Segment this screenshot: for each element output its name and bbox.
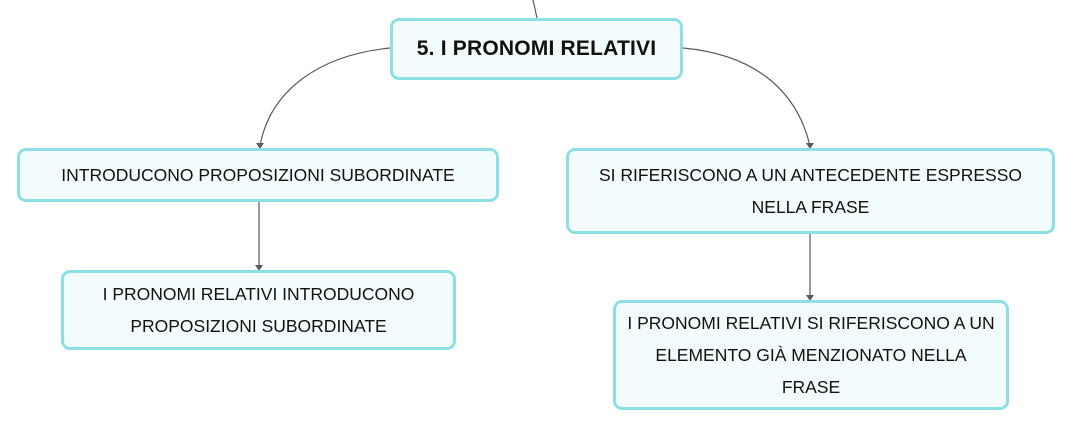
detail-node-riferiscono[interactable]: I PRONOMI RELATIVI SI RIFERISCONO A UN E… [613,300,1009,410]
subtopic-label-riferiscono: SI RIFERISCONO A UN ANTECEDENTE ESPRESSO… [598,165,1022,217]
subtopic-node-introducono[interactable]: INTRODUCONO PROPOSIZIONI SUBORDINATE [17,148,499,202]
subtopic-label-introducono: INTRODUCONO PROPOSIZIONI SUBORDINATE [61,165,455,185]
arrow-root-to-right [806,143,814,149]
detail-node-introducono[interactable]: I PRONOMI RELATIVI INTRODUCONO PROPOSIZI… [61,270,456,350]
connector-parent-to-root [532,0,538,19]
arrow-right-to-child [806,295,814,301]
connector-root-to-right [682,47,811,147]
connector-root-to-left [259,47,391,147]
root-topic-label: 5. I PRONOMI RELATIVI [416,37,657,60]
detail-label-introducono: I PRONOMI RELATIVI INTRODUCONO PROPOSIZI… [102,284,415,336]
detail-label-riferiscono: I PRONOMI RELATIVI SI RIFERISCONO A UN E… [627,313,995,397]
arrow-root-to-left [256,143,264,149]
subtopic-node-riferiscono[interactable]: SI RIFERISCONO A UN ANTECEDENTE ESPRESSO… [566,148,1055,234]
root-topic-node[interactable]: 5. I PRONOMI RELATIVI [390,18,683,80]
arrow-left-to-child [255,265,263,271]
